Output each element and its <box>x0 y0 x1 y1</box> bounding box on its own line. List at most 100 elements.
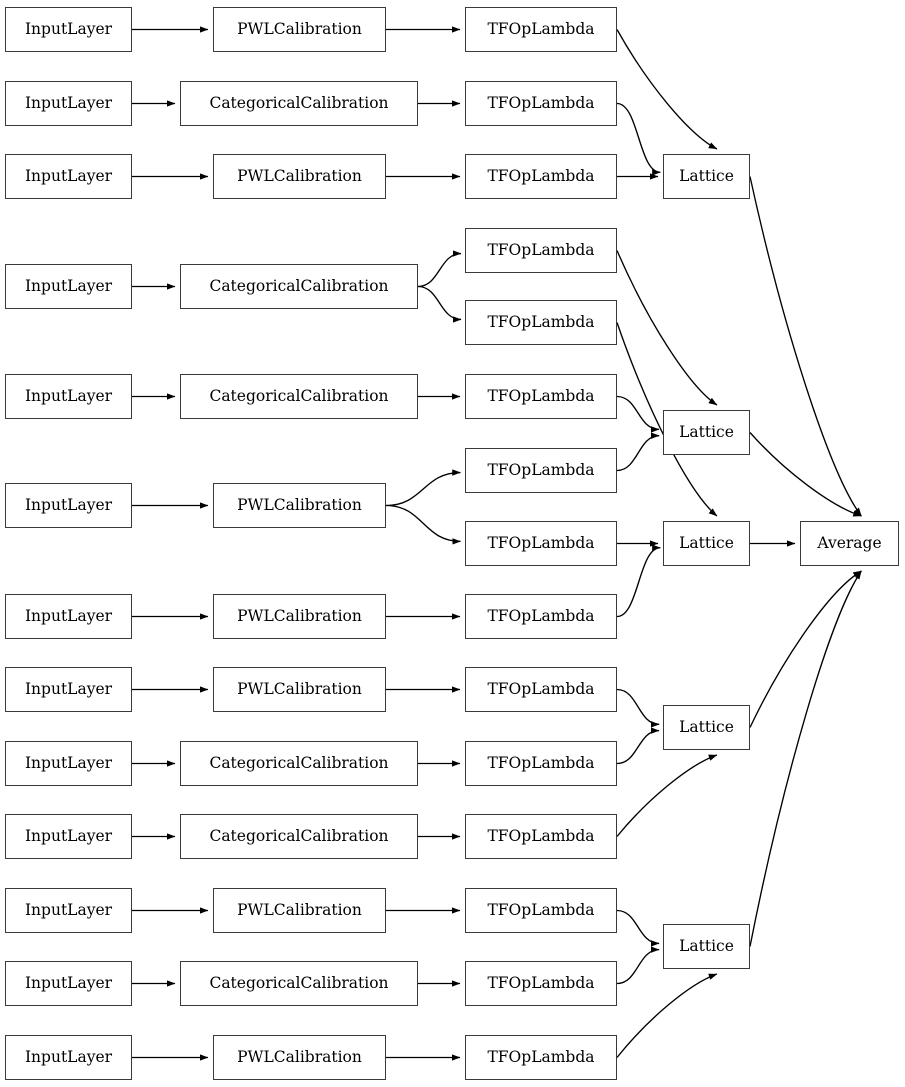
node-tf12[interactable]: TFOpLambda <box>465 814 617 859</box>
node-label: PWLCalibration <box>237 19 362 38</box>
node-cal8[interactable]: PWLCalibration <box>213 667 386 712</box>
node-cal11[interactable]: PWLCalibration <box>213 888 386 933</box>
edge-tf2-to-lat1 <box>616 102 661 176</box>
node-label: PWLCalibration <box>237 166 362 185</box>
edge-lat5-to-avg <box>749 570 862 947</box>
node-in7[interactable]: InputLayer <box>5 594 132 639</box>
node-in1[interactable]: InputLayer <box>5 7 132 52</box>
node-label: TFOpLambda <box>487 826 595 845</box>
node-label: TFOpLambda <box>487 460 595 479</box>
node-label: InputLayer <box>24 1047 113 1066</box>
node-cal9[interactable]: CategoricalCalibration <box>180 741 418 786</box>
node-in6[interactable]: InputLayer <box>5 483 132 528</box>
edge-tf15-to-lat5 <box>616 973 718 1058</box>
edge-tf9-to-lat3 <box>616 544 661 618</box>
node-label: TFOpLambda <box>487 312 595 331</box>
node-label: CategoricalCalibration <box>209 973 389 992</box>
node-label: InputLayer <box>24 826 113 845</box>
node-tf15[interactable]: TFOpLambda <box>465 1035 617 1080</box>
node-tf3[interactable]: TFOpLambda <box>465 154 617 199</box>
node-tf9[interactable]: TFOpLambda <box>465 594 617 639</box>
node-tf5[interactable]: TFOpLambda <box>465 300 617 345</box>
edge-tf10-to-lat4 <box>616 688 660 728</box>
node-cal10[interactable]: CategoricalCalibration <box>180 814 418 859</box>
node-tf2[interactable]: TFOpLambda <box>465 81 617 126</box>
node-tf4[interactable]: TFOpLambda <box>465 228 617 273</box>
node-label: PWLCalibration <box>237 900 362 919</box>
edge-cal4-to-tf5 <box>417 285 462 323</box>
node-tf1[interactable]: TFOpLambda <box>465 7 617 52</box>
node-cal5[interactable]: CategoricalCalibration <box>180 374 418 419</box>
node-in2[interactable]: InputLayer <box>5 81 132 126</box>
node-tf14[interactable]: TFOpLambda <box>465 961 617 1006</box>
node-label: Lattice <box>679 936 734 955</box>
node-cal6[interactable]: PWLCalibration <box>213 483 386 528</box>
node-lat5[interactable]: Lattice <box>663 924 750 969</box>
node-cal2[interactable]: CategoricalCalibration <box>180 81 418 126</box>
node-tf8[interactable]: TFOpLambda <box>465 521 617 566</box>
edge-cal6-to-tf8 <box>385 504 461 545</box>
node-label: CategoricalCalibration <box>209 826 389 845</box>
edge-tf1-to-lat1 <box>616 29 718 150</box>
node-cal1[interactable]: PWLCalibration <box>213 7 386 52</box>
node-tf13[interactable]: TFOpLambda <box>465 888 617 933</box>
edge-tf7-to-lat2 <box>616 432 660 472</box>
node-label: Lattice <box>679 533 734 552</box>
node-in9[interactable]: InputLayer <box>5 741 132 786</box>
node-label: PWLCalibration <box>237 679 362 698</box>
node-in10[interactable]: InputLayer <box>5 814 132 859</box>
node-label: Lattice <box>679 166 734 185</box>
node-in11[interactable]: InputLayer <box>5 888 132 933</box>
node-cal4[interactable]: CategoricalCalibration <box>180 264 418 309</box>
node-label: InputLayer <box>24 93 113 112</box>
node-lat3[interactable]: Lattice <box>663 521 750 566</box>
node-cal13[interactable]: PWLCalibration <box>213 1035 386 1080</box>
node-in3[interactable]: InputLayer <box>5 154 132 199</box>
node-tf10[interactable]: TFOpLambda <box>465 667 617 712</box>
node-label: InputLayer <box>24 166 113 185</box>
node-avg[interactable]: Average <box>800 521 899 566</box>
node-label: PWLCalibration <box>237 495 362 514</box>
node-label: TFOpLambda <box>487 533 595 552</box>
node-in8[interactable]: InputLayer <box>5 667 132 712</box>
node-label: InputLayer <box>24 753 113 772</box>
node-in4[interactable]: InputLayer <box>5 264 132 309</box>
node-lat4[interactable]: Lattice <box>663 705 750 750</box>
node-label: TFOpLambda <box>487 753 595 772</box>
node-tf7[interactable]: TFOpLambda <box>465 448 617 493</box>
edge-tf12-to-lat4 <box>616 754 718 837</box>
node-label: TFOpLambda <box>487 166 595 185</box>
node-cal3[interactable]: PWLCalibration <box>213 154 386 199</box>
node-label: InputLayer <box>24 19 113 38</box>
node-lat1[interactable]: Lattice <box>663 154 750 199</box>
node-tf6[interactable]: TFOpLambda <box>465 374 617 419</box>
node-label: TFOpLambda <box>487 973 595 992</box>
node-label: InputLayer <box>24 679 113 698</box>
node-label: InputLayer <box>24 276 113 295</box>
node-lat2[interactable]: Lattice <box>663 410 750 455</box>
node-label: PWLCalibration <box>237 1047 362 1066</box>
node-label: TFOpLambda <box>487 900 595 919</box>
edge-tf4-to-lat2 <box>616 250 718 406</box>
edge-lat4-to-avg <box>749 570 862 728</box>
node-tf11[interactable]: TFOpLambda <box>465 741 617 786</box>
edge-lat1-to-avg <box>749 176 862 517</box>
node-label: Lattice <box>679 717 734 736</box>
node-cal12[interactable]: CategoricalCalibration <box>180 961 418 1006</box>
node-label: Average <box>817 533 882 552</box>
node-cal7[interactable]: PWLCalibration <box>213 594 386 639</box>
edge-tf14-to-lat5 <box>616 946 660 985</box>
edge-tf11-to-lat4 <box>616 727 660 765</box>
node-label: InputLayer <box>24 495 113 514</box>
node-label: CategoricalCalibration <box>209 93 389 112</box>
node-label: PWLCalibration <box>237 606 362 625</box>
node-in13[interactable]: InputLayer <box>5 1035 132 1080</box>
node-label: InputLayer <box>24 386 113 405</box>
edge-cal6-to-tf7 <box>385 469 461 507</box>
node-label: TFOpLambda <box>487 606 595 625</box>
node-label: TFOpLambda <box>487 1047 595 1066</box>
node-in12[interactable]: InputLayer <box>5 961 132 1006</box>
node-label: TFOpLambda <box>487 386 595 405</box>
node-in5[interactable]: InputLayer <box>5 374 132 419</box>
